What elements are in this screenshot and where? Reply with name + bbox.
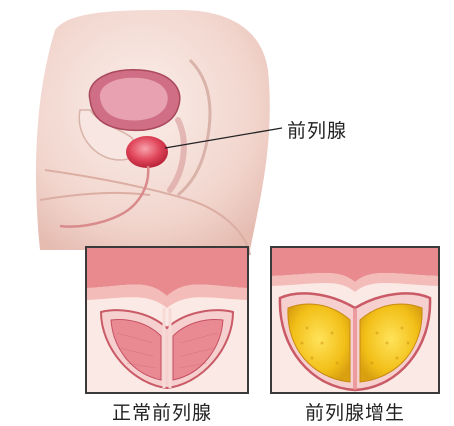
normal-prostate-caption: 正常前列腺 bbox=[112, 398, 212, 425]
pelvis-side-view-illustration bbox=[0, 0, 454, 260]
prostate bbox=[126, 136, 168, 168]
normal-prostate-cross-section bbox=[87, 248, 247, 392]
enlarged-prostate-panel bbox=[270, 246, 440, 394]
bladder-inner bbox=[100, 78, 168, 121]
prostate-callout-label: 前列腺 bbox=[287, 116, 347, 143]
normal-prostate-panel bbox=[85, 246, 249, 394]
enlarged-prostate-cross-section bbox=[272, 248, 438, 392]
enlarged-prostate-caption: 前列腺增生 bbox=[305, 398, 405, 425]
body-silhouette bbox=[36, 10, 270, 250]
